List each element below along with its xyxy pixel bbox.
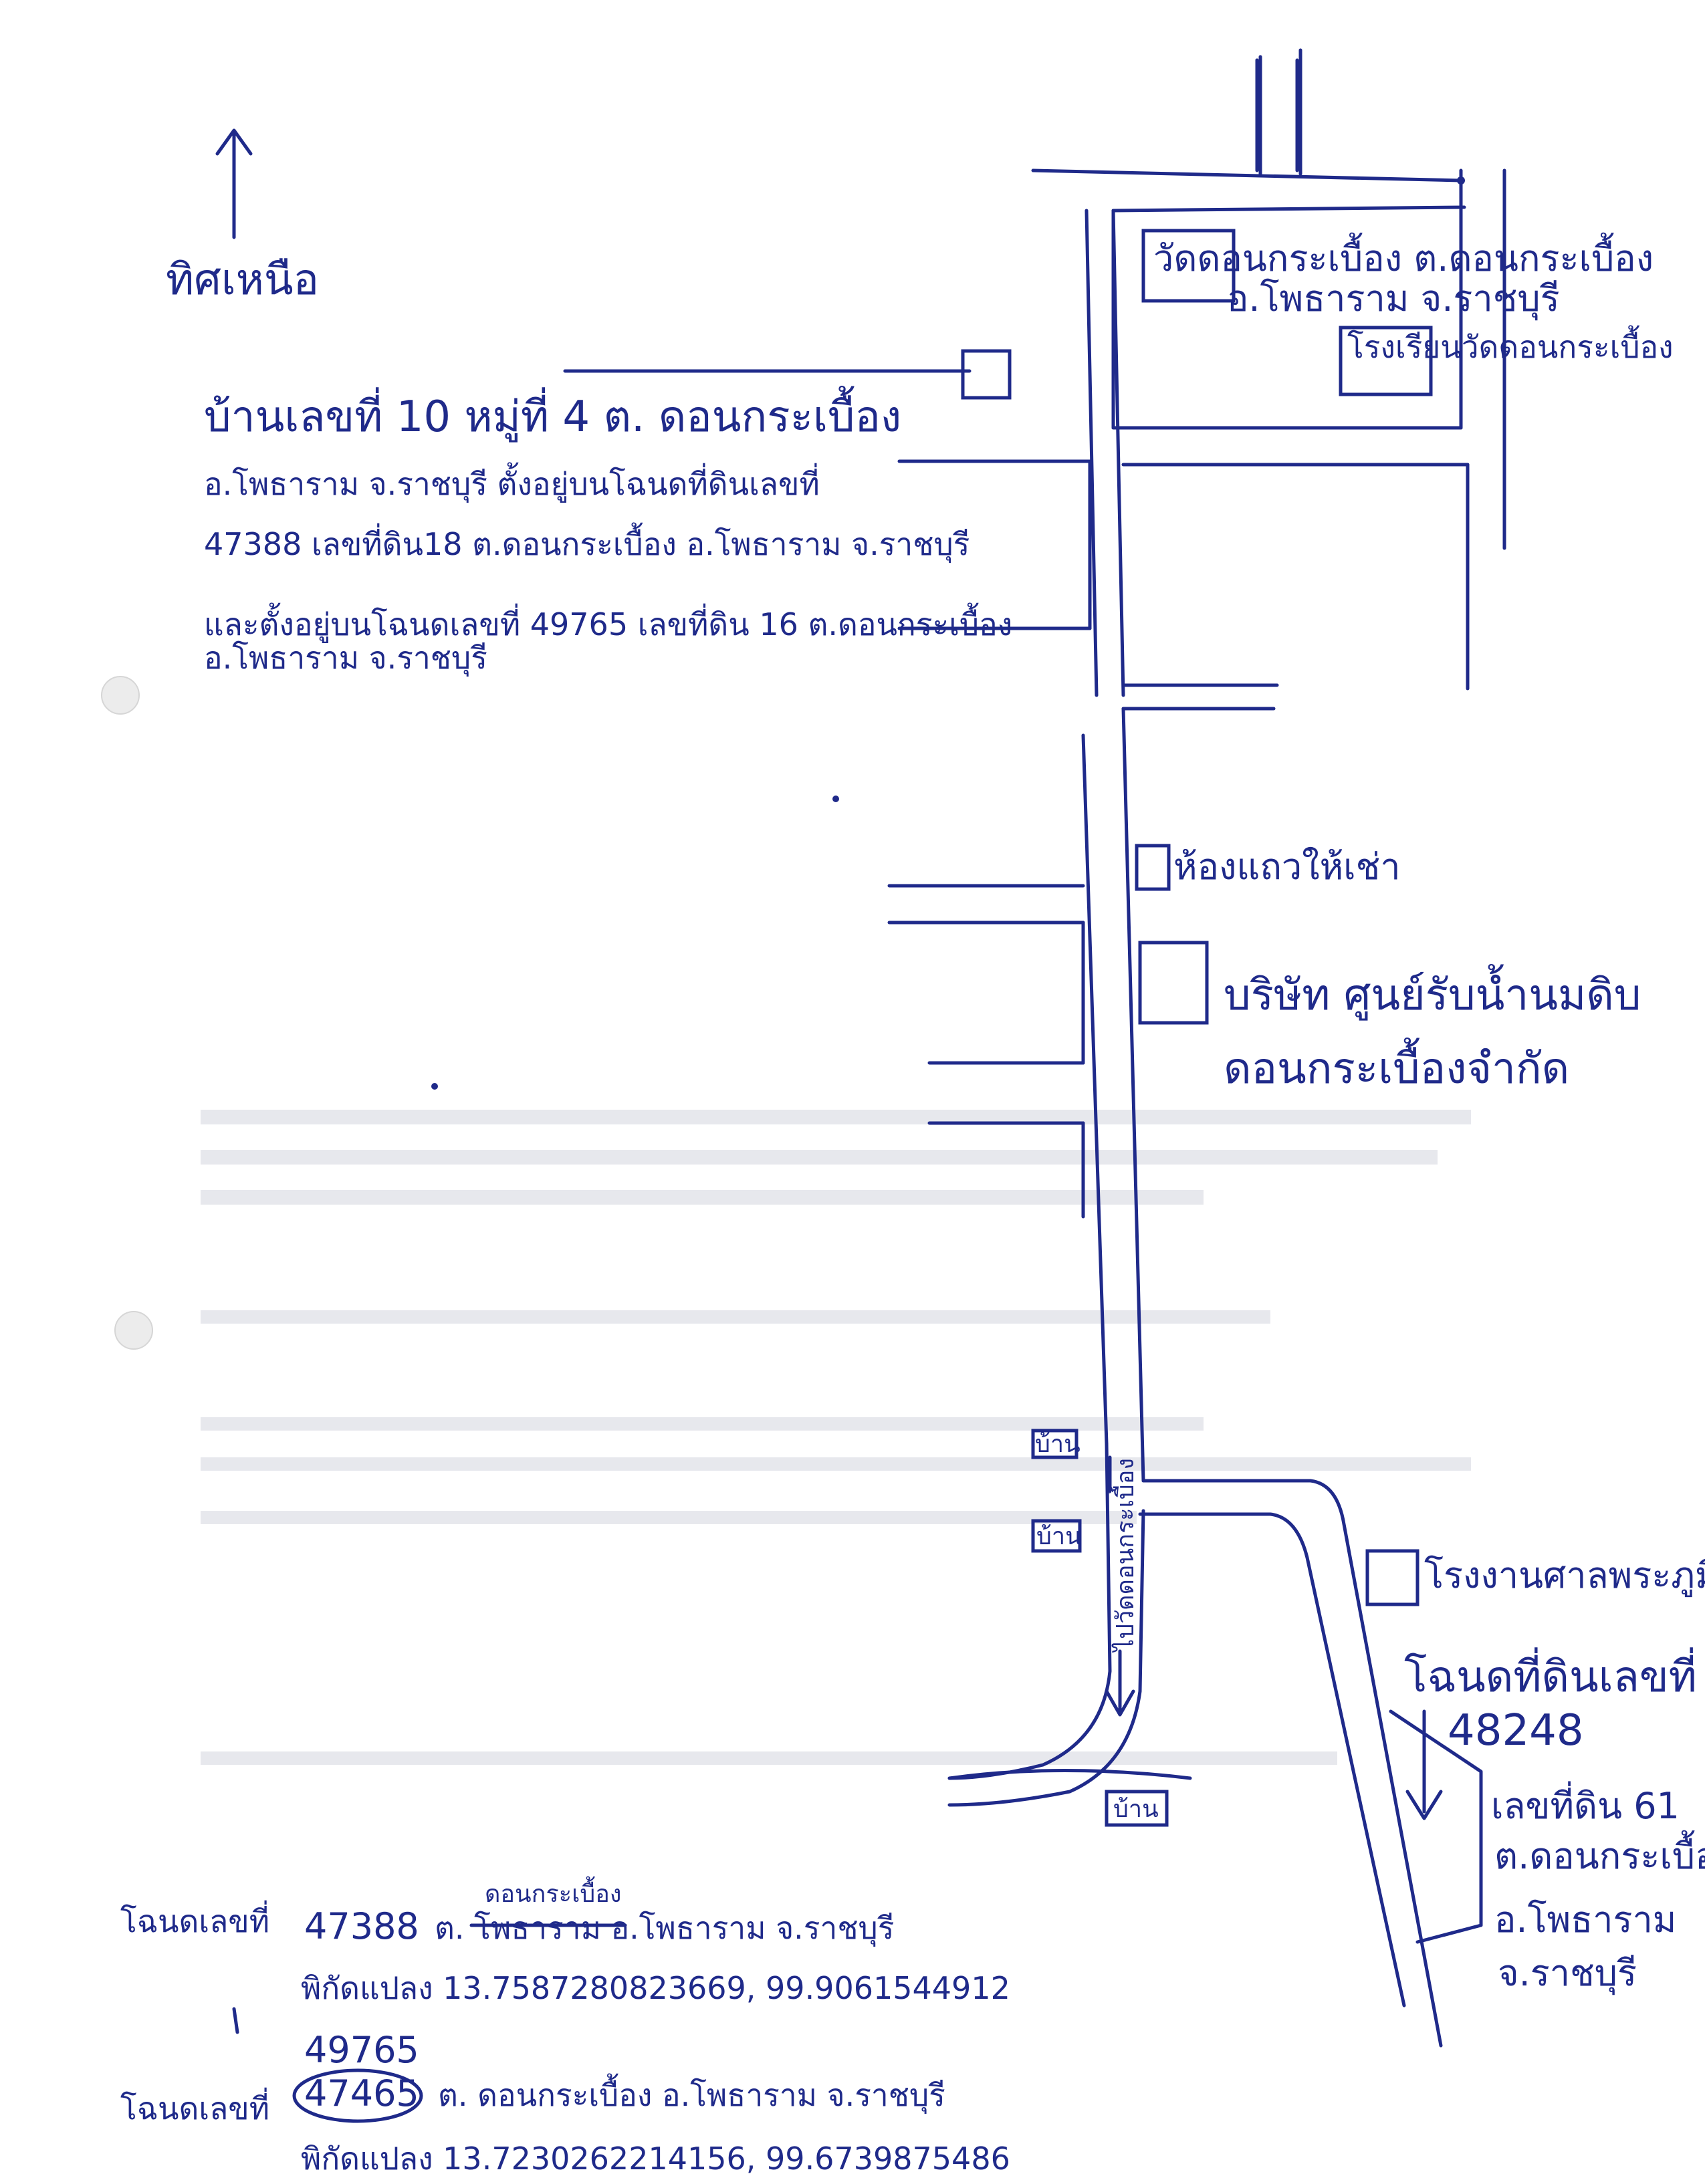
deed-right-line: จ.ราชบุรี — [1498, 1952, 1637, 1995]
house-tag-label: บ้าน — [1035, 1431, 1081, 1458]
shrine-factory-box — [1365, 1549, 1419, 1606]
deed-right-line: ต.ดอนกระเบื้อง — [1494, 1830, 1705, 1877]
deed-bottom-prefix: โฉนดเลขที่ — [120, 2087, 269, 2127]
pen-dot — [1457, 176, 1465, 185]
deed-right-note: โฉนดที่ดินเลขที่ 48248 เลขที่ดิน 61 ต.ดอ… — [1404, 1647, 1705, 1995]
property-note-line: อ.โพธาราม จ.ราชบุรี ตั้งอยู่บนโฉนดที่ดิน… — [204, 462, 820, 503]
deed-right-line: โฉนดที่ดินเลขที่ — [1404, 1647, 1697, 1702]
temple-box — [1141, 229, 1236, 303]
house-box — [961, 349, 1012, 400]
house-tag-box — [1105, 1790, 1169, 1827]
deed-bottom-prefix: โฉนดเลขที่ — [120, 1900, 269, 1939]
temple-label-line: อ.โพธาราม จ.ราชบุรี — [1227, 277, 1560, 321]
school-box — [1339, 326, 1433, 396]
deed-bottom-number: 47388 — [304, 1905, 419, 1947]
north-label: ทิศเหนือ — [166, 255, 319, 305]
pen-mark — [232, 2007, 239, 2034]
deed-bottom-crossed-number: 47465 — [304, 2072, 419, 2114]
parcel-48248-outline — [1389, 1709, 1483, 1944]
deed-bottom-correction: ดอนกระเบื้อง — [485, 1876, 621, 1908]
milk-center-label-line: บริษัท ศูนย์รับน้ำนมดิบ — [1224, 964, 1641, 1021]
house-tag-box — [1031, 1519, 1082, 1553]
circled-number — [292, 2068, 423, 2123]
road-network — [563, 48, 1506, 2048]
house-tag-box — [1031, 1429, 1078, 1459]
deed-bottom-coordinates: พิกัดแปลง 13.7230262214156, 99.673987548… — [301, 2141, 1010, 2177]
punch-hole — [114, 1311, 153, 1350]
pen-dot — [431, 1083, 438, 1090]
deed-bottom-coordinates: พิกัดแปลง 13.7587280823669, 99.906154491… — [301, 1970, 1010, 2006]
deed-right-number: 48248 — [1448, 1706, 1584, 1755]
deed-bottom-number: 49765 — [304, 2029, 419, 2071]
road-label: ไปวัดดอนกระเบื้อง — [1107, 1458, 1139, 1653]
house-tag-label: บ้าน — [1113, 1796, 1159, 1823]
deed-bottom-note: โฉนดเลขที่ 47388 ดอนกระเบื้อง ต. โพธาราม… — [120, 1876, 1010, 2177]
temple-label-line: วัดดอนกระเบื้อง ต.ดอนกระเบื้อง — [1153, 233, 1654, 279]
shrine-factory-label: โรงงานศาลพระภูมิ — [1424, 1554, 1705, 1597]
property-note-line: และตั้งอยู่บนโฉนดเลขที่ 49765 เลขที่ดิน … — [204, 602, 1012, 643]
deed-bottom-line: ต. โพธาราม อ.โพธาราม จ.ราชบุรี — [435, 1910, 894, 1947]
deed-right-line: อ.โพธาราม — [1494, 1899, 1676, 1941]
milk-center-box — [1138, 941, 1209, 1025]
rental-room-label: ห้องแถวให้เช่า — [1173, 846, 1401, 888]
house-tag-label: บ้าน — [1036, 1523, 1082, 1550]
parcel-arrow — [1405, 1709, 1443, 1820]
pen-dot — [832, 796, 839, 802]
property-note-line: บ้านเลขที่ 10 หมู่ที่ 4 ต. ดอนกระเบื้อง — [204, 386, 901, 443]
property-note-line: 47388 เลขที่ดิน18 ต.ดอนกระเบื้อง อ.โพธาร… — [204, 522, 970, 564]
milk-center-label-line: ดอนกระเบื้องจำกัด — [1224, 1038, 1569, 1094]
property-note: บ้านเลขที่ 10 หมู่ที่ 4 ต. ดอนกระเบื้อง … — [204, 386, 1012, 677]
deed-right-line: เลขที่ดิน 61 — [1491, 1781, 1680, 1827]
rental-room-box — [1135, 844, 1171, 891]
north-arrow — [215, 128, 253, 239]
show-through-text — [201, 1110, 1471, 1765]
school-label: โรงเรียนวัดดอนกระเบื้อง — [1347, 325, 1674, 365]
deed-bottom-line: ต. ดอนกระเบื้อง อ.โพธาราม จ.ราชบุรี — [438, 2073, 945, 2114]
property-note-line: อ.โพธาราม จ.ราชบุรี — [204, 640, 487, 677]
road-direction-arrow — [1105, 1455, 1135, 1717]
punch-hole — [101, 676, 140, 715]
